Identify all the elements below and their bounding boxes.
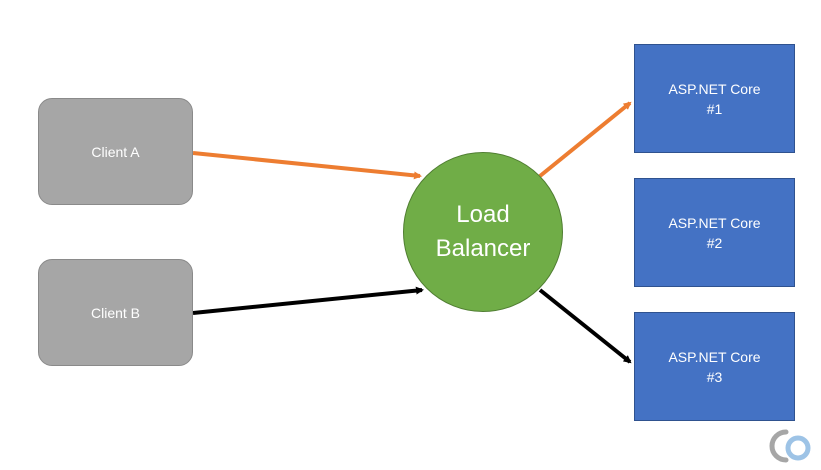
logo-icon — [769, 429, 811, 463]
client-a-label: Client A — [91, 143, 140, 160]
load-balancer-node: Load Balancer — [403, 152, 563, 312]
arrow-load-balancer-to-server-1 — [538, 101, 632, 178]
load-balancer-label-line2: Balancer — [435, 235, 531, 262]
server-1-node: ASP.NET Core #1 — [634, 44, 795, 153]
server-2-label-line2: #2 — [706, 234, 723, 251]
server-3-label-line2: #3 — [706, 368, 723, 385]
client-a-node: Client A — [38, 98, 193, 205]
client-b-node: Client B — [38, 259, 193, 366]
arrow-client-b-to-load-balancer — [192, 286, 424, 315]
server-1-label-line1: ASP.NET Core — [668, 80, 761, 97]
server-3-node: ASP.NET Core #3 — [634, 312, 795, 421]
server-2-label-line1: ASP.NET Core — [668, 214, 761, 231]
arrow-client-a-to-load-balancer — [192, 151, 422, 180]
server-2-node: ASP.NET Core #2 — [634, 178, 795, 287]
server-3-label-line1: ASP.NET Core — [668, 348, 761, 365]
arrow-load-balancer-to-server-3 — [538, 288, 632, 364]
client-b-label: Client B — [90, 304, 141, 321]
server-1-label-line2: #1 — [706, 100, 723, 117]
load-balancer-label-line1: Load — [456, 201, 510, 228]
